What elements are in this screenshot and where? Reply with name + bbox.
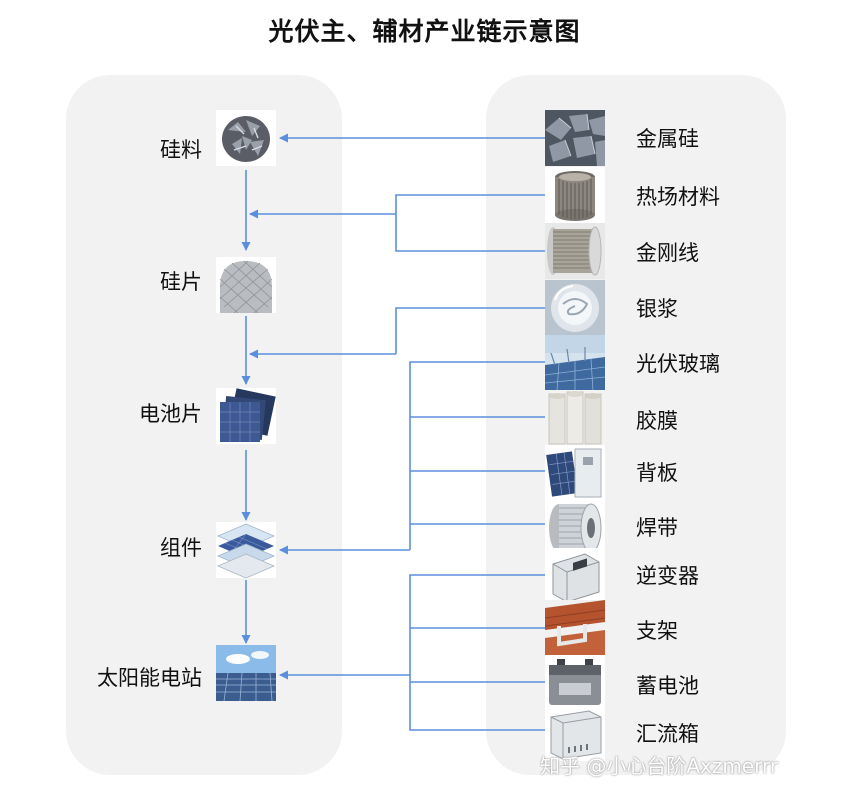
- label-combiner-box: 汇流箱: [636, 722, 699, 746]
- label-thermal-field: 热场材料: [636, 185, 720, 209]
- encapsulant-film-image: [545, 390, 605, 446]
- label-solar-station: 太阳能电站: [97, 666, 202, 690]
- bracket-module-inputs: [409, 361, 545, 550]
- battery-image: [545, 655, 605, 711]
- thermal-field-image: [545, 167, 605, 223]
- label-inverter: 逆变器: [636, 564, 699, 588]
- backsheet-image: [545, 445, 605, 501]
- diamond-wire-image: [545, 223, 605, 279]
- bracket-station-inputs: [409, 574, 545, 731]
- label-encapsulant-film: 胶膜: [636, 409, 678, 433]
- ribbon-image: [545, 500, 605, 556]
- module-layers-image: [216, 522, 276, 578]
- label-silicon-material: 硅料: [160, 138, 202, 162]
- label-silver-paste: 银浆: [636, 297, 678, 321]
- silver-paste-image: [545, 280, 605, 336]
- bracket-wafer-inputs: [395, 194, 545, 252]
- bracket-cell-inputs: [395, 307, 545, 354]
- label-ribbon: 焊带: [636, 516, 678, 540]
- label-diamond-wire: 金刚线: [636, 241, 699, 265]
- label-mounting-bracket: 支架: [636, 619, 678, 643]
- wafer-image: [216, 257, 276, 313]
- main-material-panel: [66, 75, 342, 775]
- label-solar-cell: 电池片: [139, 402, 202, 426]
- label-pv-glass: 光伏玻璃: [636, 352, 720, 376]
- label-battery: 蓄电池: [636, 674, 699, 698]
- metal-silicon-image: [545, 110, 605, 166]
- silicon-material-image: [216, 110, 276, 166]
- auxiliary-material-panel: [486, 75, 786, 775]
- solar-station-image: [216, 645, 276, 701]
- inverter-image: [545, 548, 605, 604]
- combiner-box-image: [545, 705, 605, 761]
- diagram-title: 光伏主、辅材产业链示意图: [268, 17, 581, 46]
- label-module: 组件: [160, 536, 202, 560]
- mounting-bracket-image: [545, 600, 605, 656]
- label-wafer: 硅片: [160, 270, 202, 294]
- pv-glass-image: [545, 335, 605, 391]
- solar-cell-image: [216, 388, 276, 444]
- source-watermark: 知乎 @小心台阶Axzmerrr: [540, 754, 779, 778]
- label-backsheet: 背板: [636, 461, 678, 485]
- label-metal-silicon: 金属硅: [636, 127, 699, 151]
